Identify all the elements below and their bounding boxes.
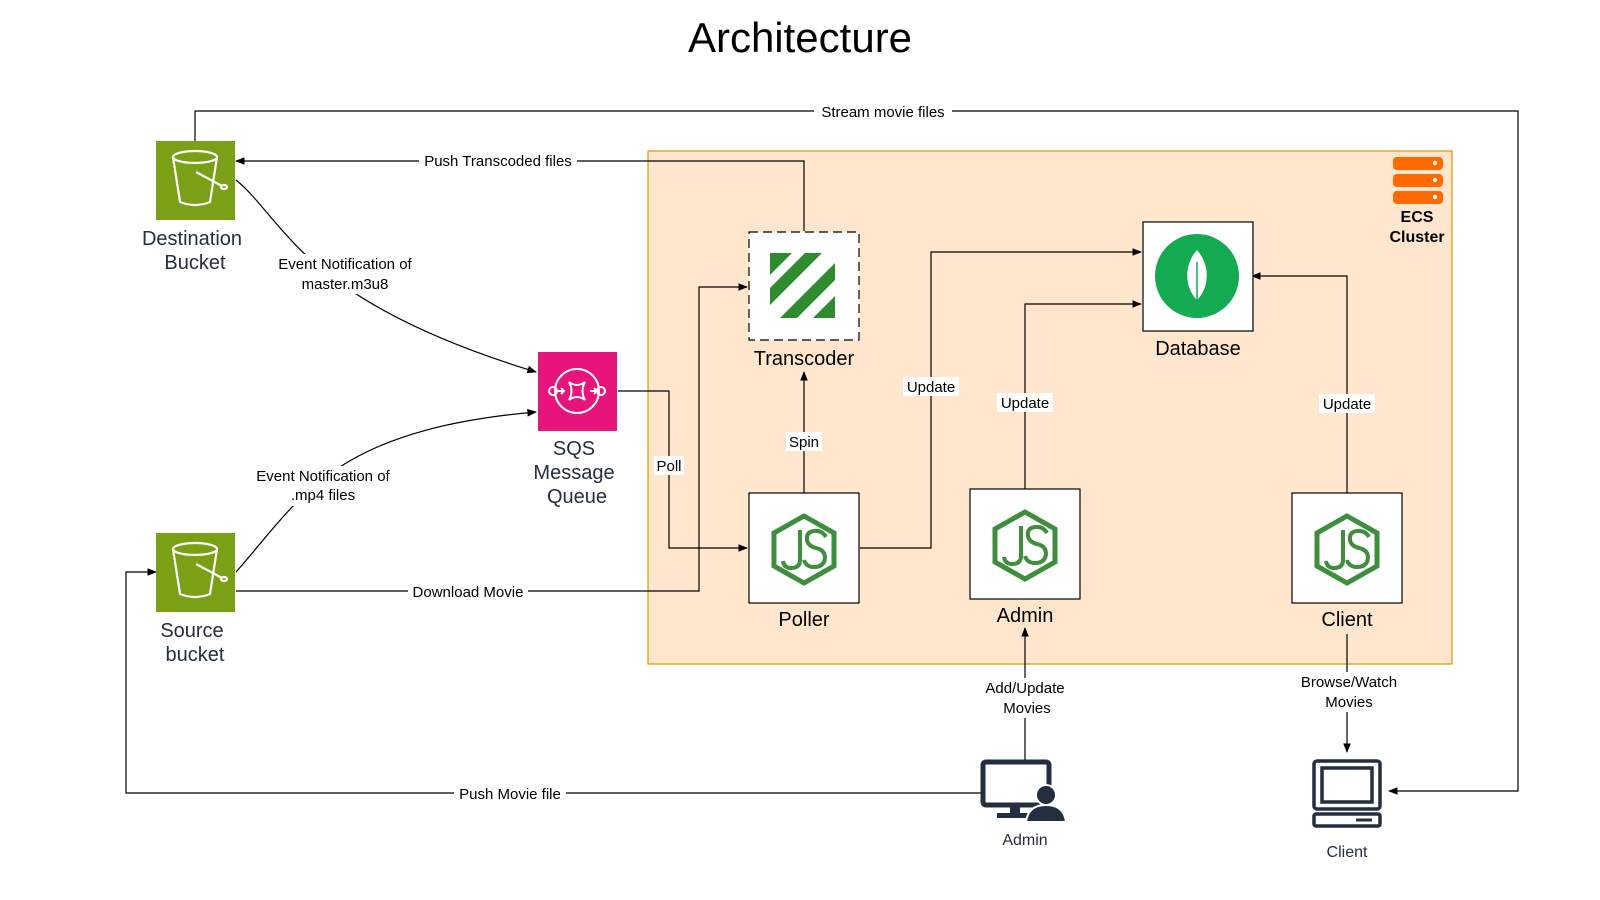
transcoder-label: Transcoder (754, 348, 855, 370)
destination-bucket-label-line2: Bucket (164, 252, 226, 274)
label-add-update-line2: Movies (1003, 700, 1051, 717)
client-service-label: Client (1321, 609, 1373, 631)
poller-label: Poller (778, 609, 829, 631)
nodejs-icon (1314, 513, 1380, 586)
sqs-label-line2: Message (533, 462, 614, 484)
ecs-cluster-icon (1393, 157, 1443, 204)
sqs-icon (538, 352, 617, 431)
label-event-mp4-line1: Event Notification of (256, 468, 390, 485)
source-bucket-node[interactable] (156, 533, 235, 612)
label-add-update-line1: Add/Update (985, 680, 1064, 697)
label-spin: Spin (789, 434, 819, 451)
label-update-admin: Update (1001, 395, 1049, 412)
poller-node[interactable] (748, 492, 860, 604)
admin-service-label: Admin (997, 605, 1054, 627)
sqs-node[interactable] (538, 352, 617, 431)
desktop-computer-icon (1312, 759, 1382, 828)
edge-stream-movie-files (194, 110, 1519, 795)
database-node[interactable] (1142, 221, 1254, 332)
client-user-label: Client (1327, 844, 1368, 861)
label-update-client: Update (1323, 396, 1371, 413)
label-stream-movie-files: Stream movie files (821, 104, 944, 121)
nodejs-icon (771, 513, 837, 586)
label-push-movie-file: Push Movie file (459, 786, 561, 803)
label-push-transcoded: Push Transcoded files (424, 153, 572, 170)
sqs-label-line3: Queue (547, 486, 607, 508)
edge-update-poller (860, 248, 1142, 549)
label-event-master-line1: Event Notification of (278, 256, 412, 273)
ffmpeg-icon (770, 253, 835, 318)
ecs-cluster-label-line1: ECS (1401, 209, 1434, 226)
source-bucket-label-line2: bucket (166, 644, 225, 666)
database-label: Database (1155, 338, 1241, 360)
s3-bucket-icon (156, 141, 235, 220)
page-title: Architecture (687, 14, 913, 61)
admin-service-node[interactable] (969, 488, 1081, 600)
label-browse-line2: Movies (1325, 694, 1373, 711)
ecs-cluster-label-line2: Cluster (1389, 229, 1444, 246)
admin-user-node[interactable] (980, 759, 1068, 823)
admin-user-label: Admin (1002, 832, 1047, 849)
label-update-poller: Update (907, 379, 955, 396)
nodejs-icon (992, 509, 1058, 582)
destination-bucket-node[interactable] (156, 141, 235, 220)
edge-update-admin (1024, 300, 1142, 489)
edge-update-client (1251, 272, 1348, 493)
label-browse-line1: Browse/Watch (1301, 674, 1397, 691)
label-event-mp4-line2: .mp4 files (291, 487, 355, 504)
client-service-node[interactable] (1291, 492, 1403, 604)
admin-user-computer-icon (980, 759, 1068, 823)
transcoder-node[interactable] (748, 231, 860, 341)
label-poll: Poll (656, 458, 681, 475)
sqs-label-line1: SQS (553, 438, 595, 460)
source-bucket-label-line1: Source (160, 620, 223, 642)
label-download-movie: Download Movie (413, 584, 524, 601)
client-user-node[interactable] (1312, 759, 1382, 828)
s3-bucket-icon (156, 533, 235, 612)
label-event-master-line2: master.m3u8 (302, 276, 389, 293)
destination-bucket-label-line1: Destination (142, 228, 242, 250)
